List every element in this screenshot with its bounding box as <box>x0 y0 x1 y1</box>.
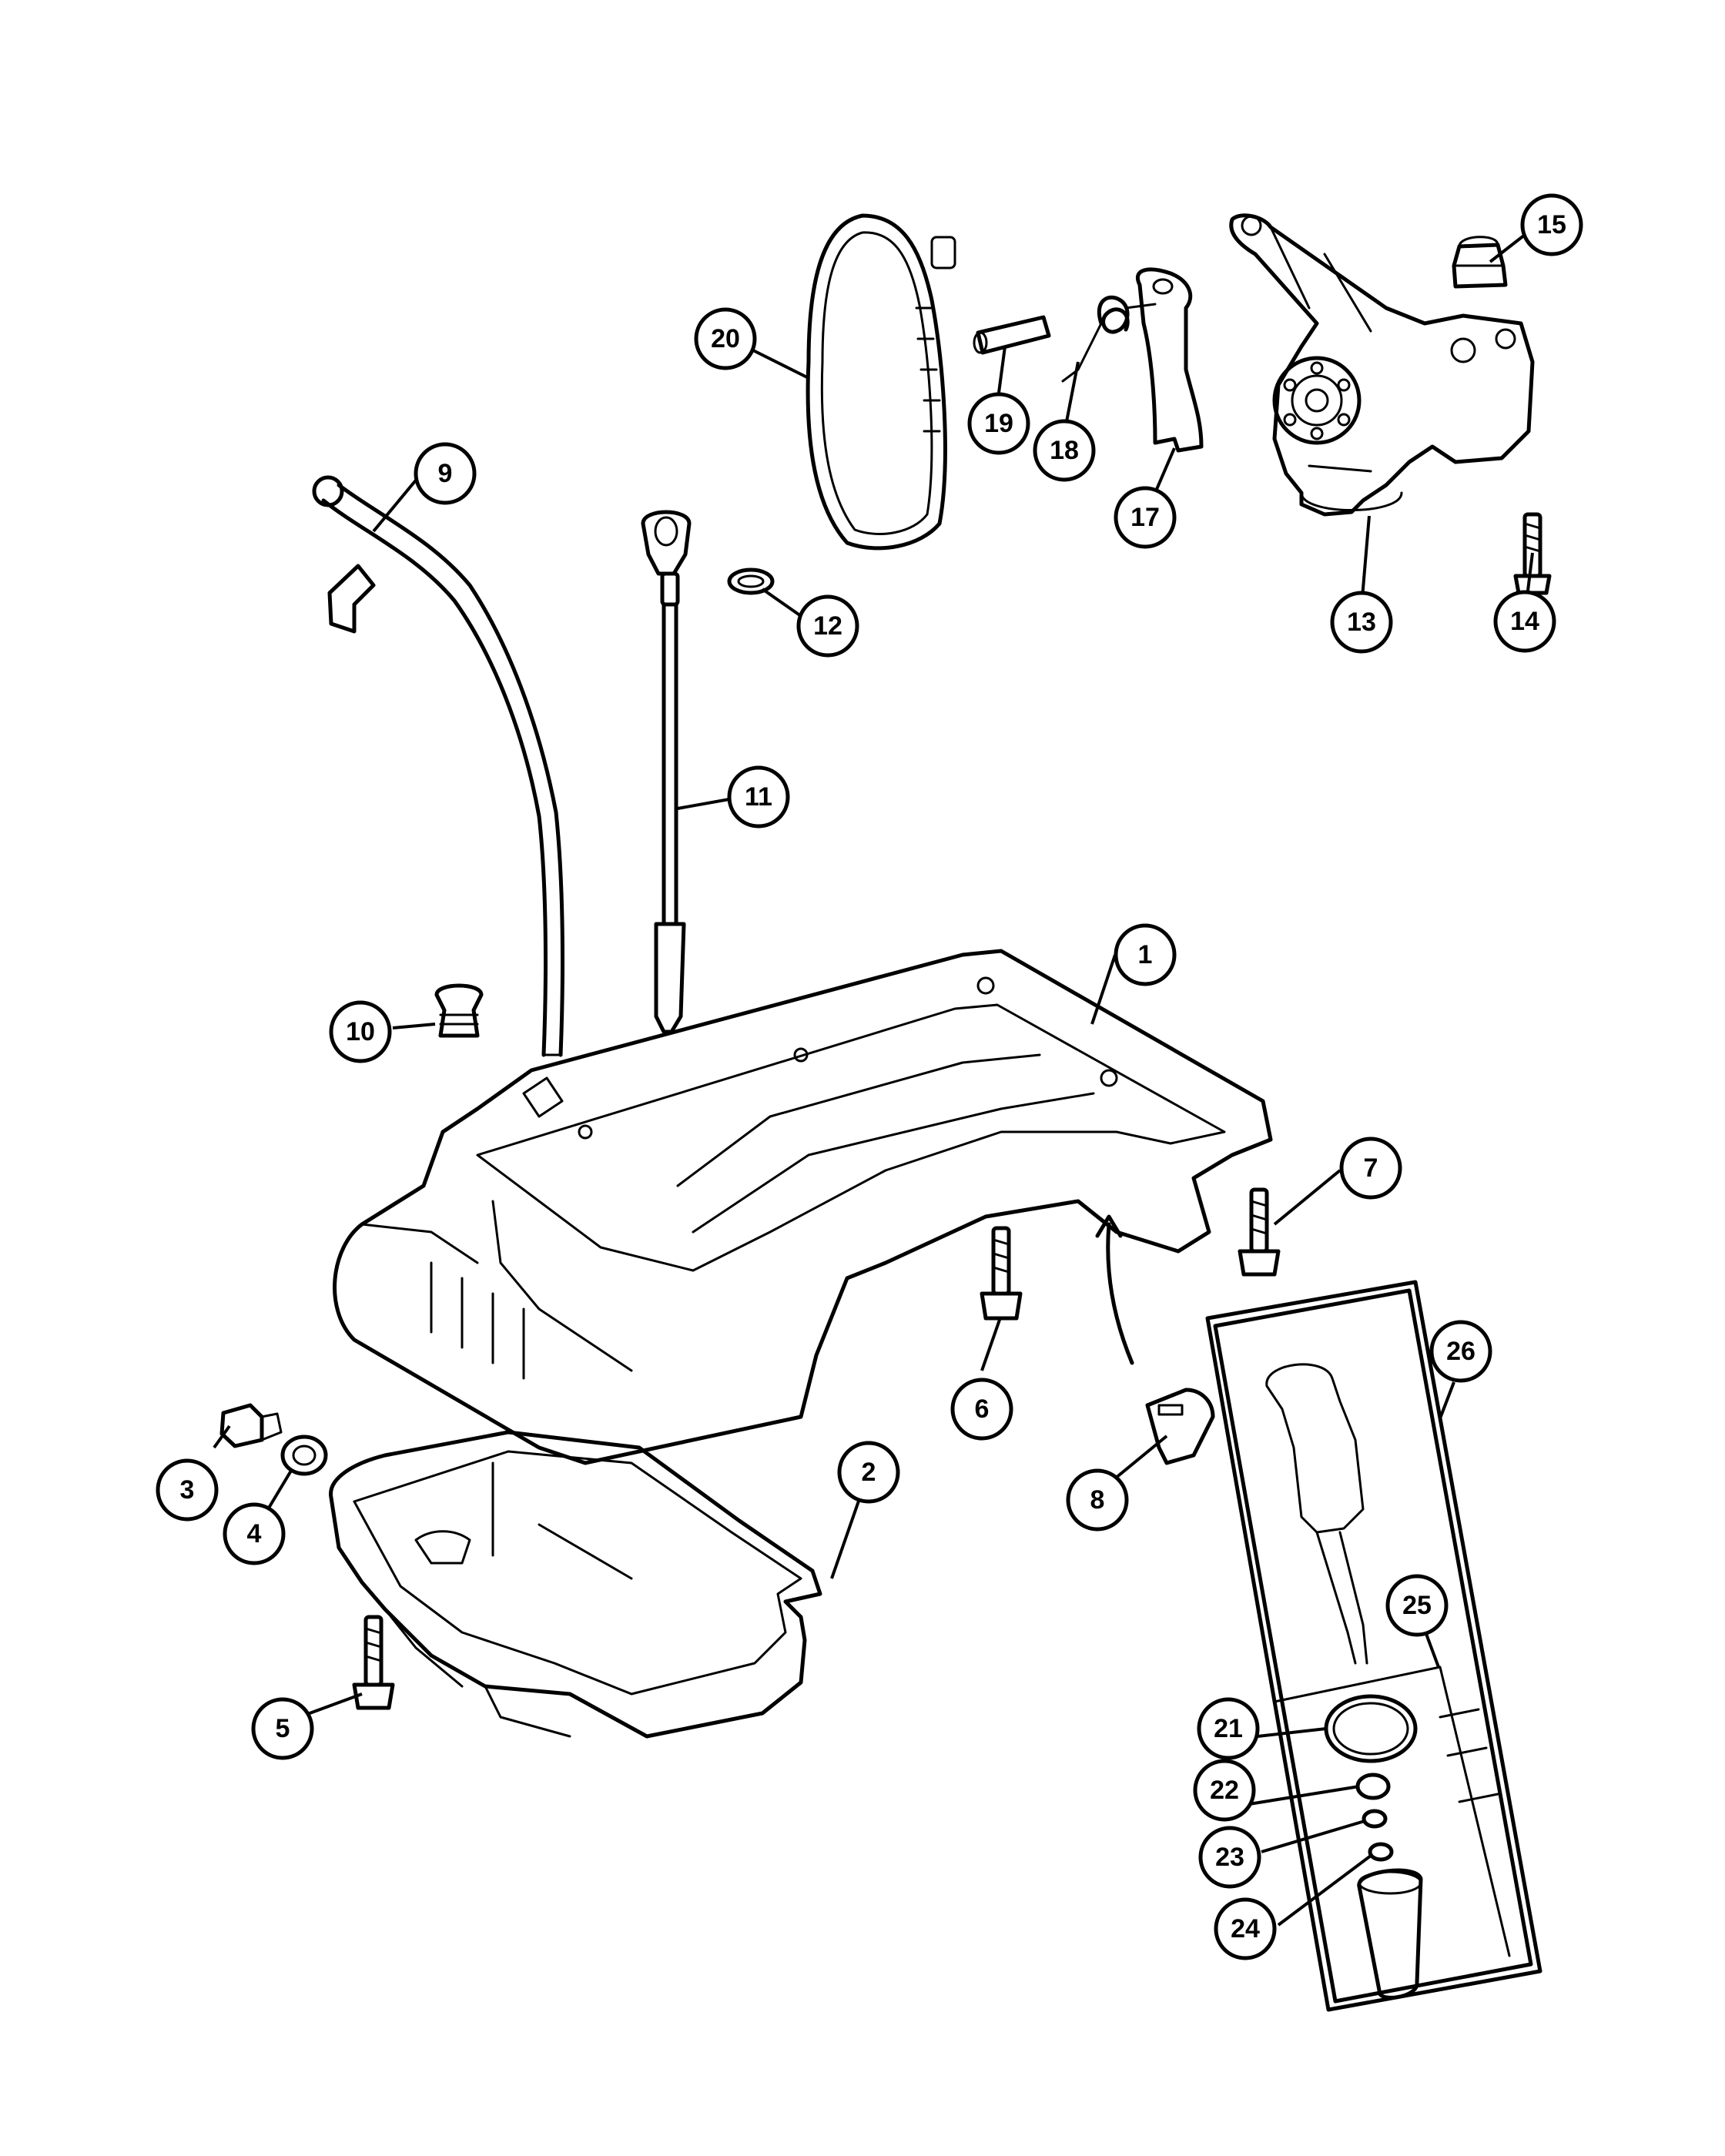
callout-20-label: 20 <box>711 324 740 353</box>
callout-11: 11 <box>727 765 790 829</box>
drain-plug <box>219 1403 283 1448</box>
dipstick-tube <box>312 475 564 1057</box>
callout-5: 5 <box>251 1697 314 1760</box>
callout-2-label: 2 <box>862 1458 876 1487</box>
callout-1: 1 <box>1114 923 1177 986</box>
callout-12: 12 <box>796 594 859 658</box>
callout-12-label: 12 <box>813 611 842 641</box>
callout-19: 19 <box>967 392 1030 455</box>
callout-13-label: 13 <box>1347 608 1376 637</box>
callout-7-label: 7 <box>1364 1153 1378 1183</box>
filler-plug <box>434 983 484 1038</box>
callout-21: 21 <box>1197 1697 1260 1760</box>
lower-pan-bolt <box>352 1615 395 1710</box>
callout-9-label: 9 <box>438 459 453 488</box>
oil-pump-bolt <box>1513 512 1552 595</box>
pan-bolt-7 <box>1238 1187 1281 1277</box>
callout-18-label: 18 <box>1050 436 1079 465</box>
cover-plate <box>1145 1388 1215 1465</box>
cover-arrow <box>1095 1214 1134 1365</box>
oil-filter-kit-box <box>1205 1280 1542 2012</box>
callout-10: 10 <box>329 1000 392 1063</box>
callout-26-label: 26 <box>1446 1337 1475 1366</box>
callout-22-label: 22 <box>1210 1776 1239 1805</box>
callout-25-label: 25 <box>1402 1591 1432 1620</box>
oil-pump-plug <box>1452 236 1508 289</box>
washer-23 <box>1362 1809 1388 1829</box>
callout-24-label: 24 <box>1231 1914 1260 1943</box>
callout-3-label: 3 <box>180 1475 195 1505</box>
callout-21-label: 21 <box>1214 1714 1243 1743</box>
callout-6: 6 <box>950 1378 1013 1441</box>
drain-washer <box>280 1435 328 1476</box>
callout-14: 14 <box>1493 590 1556 653</box>
callout-19-label: 19 <box>984 409 1013 438</box>
filter-kit-bracket <box>1273 1666 1511 1957</box>
tensioner-arm <box>1136 267 1204 453</box>
callout-15: 15 <box>1520 193 1583 256</box>
callout-25: 25 <box>1385 1574 1449 1637</box>
callout-3: 3 <box>156 1458 219 1522</box>
callout-15-label: 15 <box>1537 210 1566 239</box>
callout-4-label: 4 <box>247 1519 262 1548</box>
callout-1-label: 1 <box>1138 940 1153 969</box>
callout-8-label: 8 <box>1090 1485 1105 1515</box>
callout-10-label: 10 <box>346 1017 375 1046</box>
chain-loop <box>806 213 956 551</box>
callout-23-label: 23 <box>1215 1843 1244 1872</box>
callout-11-label: 11 <box>745 782 772 812</box>
callout-7: 7 <box>1339 1137 1402 1200</box>
lower-oil-pan <box>329 1430 822 1739</box>
callout-2: 2 <box>837 1441 900 1504</box>
oil-pump-assembly <box>1229 213 1535 517</box>
pan-bolt-6 <box>980 1226 1023 1321</box>
dipstick <box>641 510 692 1034</box>
callout-5-label: 5 <box>276 1714 290 1743</box>
callout-17-label: 17 <box>1130 503 1160 532</box>
dipstick-o-ring <box>727 567 775 595</box>
washer-24 <box>1368 1842 1394 1862</box>
callout-9: 9 <box>414 442 477 505</box>
leader-lines <box>213 233 1534 1927</box>
guide-pin <box>973 315 1051 355</box>
callout-14-label: 14 <box>1510 607 1539 636</box>
callout-18: 18 <box>1033 419 1096 482</box>
callout-6-label: 6 <box>975 1394 990 1424</box>
callout-24: 24 <box>1214 1897 1277 1960</box>
callout-17: 17 <box>1114 486 1177 549</box>
filter-gasket <box>1324 1694 1418 1763</box>
callout-8: 8 <box>1066 1468 1129 1532</box>
callout-26: 26 <box>1429 1320 1492 1383</box>
filter-element <box>1357 1868 1423 2000</box>
upper-oil-pan <box>333 949 1273 1465</box>
small-o-ring <box>1355 1773 1391 1800</box>
callout-13: 13 <box>1330 591 1393 654</box>
callout-22: 22 <box>1193 1759 1256 1822</box>
callout-20: 20 <box>694 307 757 370</box>
callout-4: 4 <box>223 1502 286 1565</box>
callout-23: 23 <box>1198 1826 1261 1889</box>
